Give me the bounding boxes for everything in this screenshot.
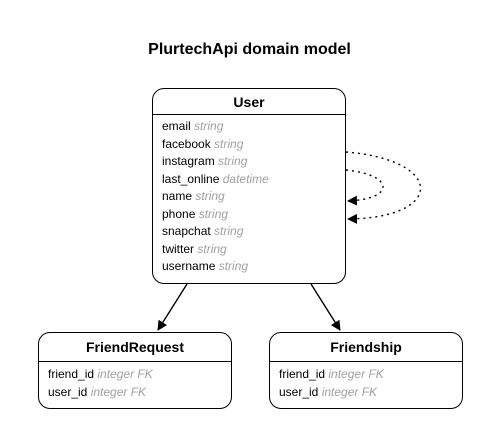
user-to-friendship-edge	[310, 283, 341, 331]
user-attr-email: email string	[162, 119, 224, 133]
friendship-attr-user-id: user_id integer FK	[279, 384, 378, 399]
user-attr-name: name string	[162, 189, 225, 203]
user-attr-snapchat: snapchat string	[162, 224, 244, 238]
friendship-entity[interactable]: Friendship friend_id integer FK user_id …	[269, 332, 463, 409]
user-attr-facebook: facebook string	[162, 136, 244, 151]
friendrequest-entity[interactable]: FriendRequest friend_id integer FK user_…	[38, 332, 232, 409]
user-entity-name: User	[153, 89, 345, 115]
friendship-attr-friend-id: friend_id integer FK	[279, 367, 384, 381]
friendrequest-attr-user-id: user_id integer FK	[48, 384, 147, 399]
user-attr-twitter: twitter string	[162, 241, 227, 256]
user-self-reference-outer-edge	[345, 151, 422, 224]
friendrequest-attr-friend-id: friend_id integer FK	[48, 367, 153, 381]
friendship-attribute-list: friend_id integer FK user_id integer FK	[270, 362, 462, 401]
user-attribute-list: email string facebook string instagram s…	[153, 115, 345, 276]
friendrequest-attribute-list: friend_id integer FK user_id integer FK	[39, 362, 231, 401]
user-attr-username: username string	[162, 259, 249, 273]
diagram-title: PlurtechApi domain model	[148, 41, 351, 58]
user-entity[interactable]: User email string facebook string instag…	[152, 88, 346, 284]
user-attr-phone: phone string	[162, 206, 229, 221]
user-attr-instagram: instagram string	[162, 154, 248, 168]
friendship-entity-name: Friendship	[270, 333, 462, 362]
user-self-reference-inner-edge	[345, 169, 384, 206]
friendrequest-entity-name: FriendRequest	[39, 333, 231, 362]
user-to-friendrequest-edge	[157, 283, 188, 331]
user-attr-last-online: last_online datetime	[162, 171, 269, 186]
